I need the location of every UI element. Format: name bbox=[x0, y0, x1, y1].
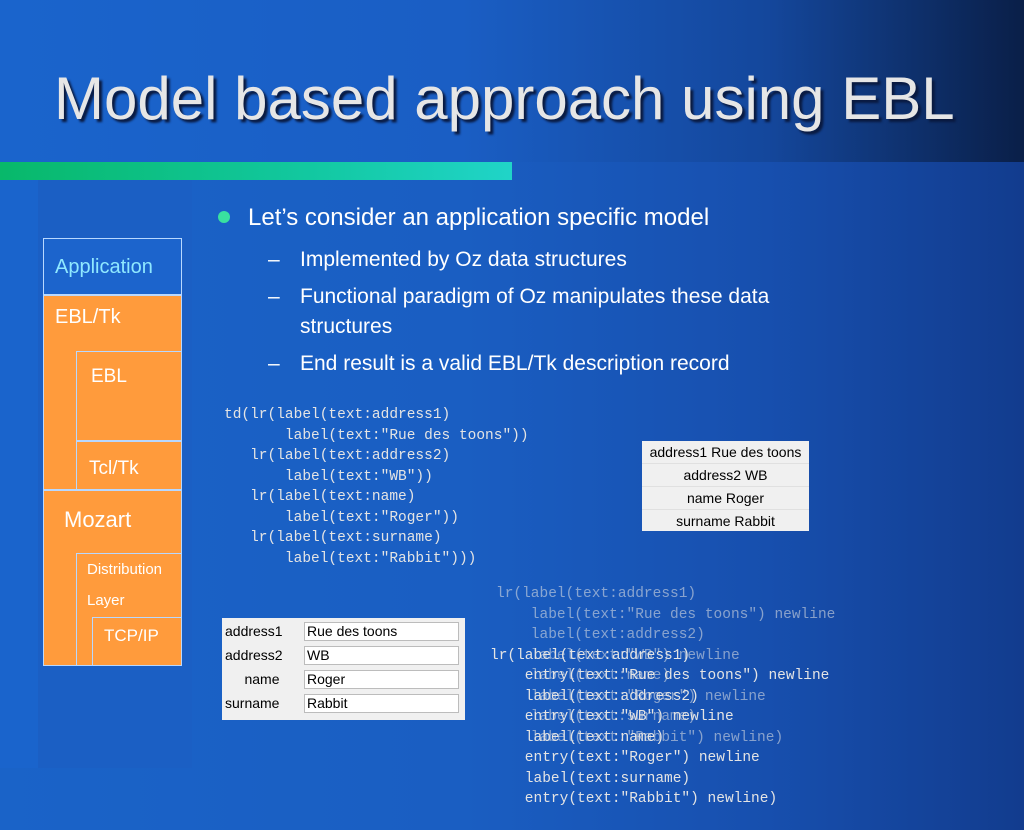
window-row: surname Rabbit bbox=[642, 509, 809, 532]
sub-bullet-text: Implemented by Oz data structures bbox=[300, 248, 627, 271]
code-line: label(text:address2) bbox=[490, 688, 699, 705]
form-label: address1 bbox=[225, 623, 283, 639]
code-line: lr(label(text:address1) bbox=[496, 586, 697, 602]
code-line: label(text:"WB") newline bbox=[496, 647, 740, 664]
form-row: address1 Rue des toons bbox=[222, 620, 465, 643]
code-td-block: td(lr(label(text:address1) label(text:"R… bbox=[224, 405, 529, 569]
slide-title: Model based approach using EBL bbox=[54, 65, 955, 132]
layer-application-label: Application bbox=[55, 256, 153, 278]
dash-icon: – bbox=[268, 248, 280, 271]
code-line: label(text:"Rue des toons")) bbox=[224, 427, 529, 444]
code-line: label(text:"Rabbit") newline) bbox=[496, 729, 784, 746]
code-line: label(text:surname) bbox=[490, 770, 691, 787]
form-row: address2 WB bbox=[222, 644, 465, 667]
sub-bullet-text: Functional paradigm of Oz manipulates th… bbox=[300, 285, 770, 308]
layer-ebl-tk-label: EBL/Tk bbox=[55, 306, 121, 328]
form-row: surname Rabbit bbox=[222, 692, 465, 715]
title-header: Model based approach using EBL bbox=[0, 0, 1024, 162]
name-field[interactable]: Roger bbox=[304, 670, 459, 689]
address2-field[interactable]: WB bbox=[304, 646, 459, 665]
code-line: label(text:surname) bbox=[496, 709, 697, 725]
code-line: label(text:"Rabbit"))) bbox=[224, 550, 477, 567]
layer-ebl-label: EBL bbox=[91, 366, 127, 387]
code-lr-main: lr(label(text:address1) entry(text:"Rue … bbox=[490, 646, 829, 810]
layer-tcp-ip: TCP/IP bbox=[92, 617, 182, 666]
main-bullet-text: Let’s consider an application specific m… bbox=[248, 204, 710, 231]
code-line: lr(label(text:address1) bbox=[490, 647, 691, 664]
sub-bullet-text: End result is a valid EBL/Tk description… bbox=[300, 352, 730, 375]
code-line: td(lr(label(text:address1) bbox=[224, 407, 451, 423]
code-line: label(text:"Roger")) bbox=[224, 509, 459, 526]
code-line: label(text:"Rue des toons") newline bbox=[496, 606, 836, 623]
code-line: label(text:"WB")) bbox=[224, 468, 433, 485]
layer-distribution-label: Distribution bbox=[87, 561, 163, 578]
form-row: name Roger bbox=[222, 668, 465, 691]
layer-layer-label: Layer bbox=[87, 592, 125, 609]
code-lr-block: lr(label(text:address1) label(text:"Rue … bbox=[490, 584, 835, 830]
form-label: name bbox=[244, 671, 280, 687]
code-line: label(text:"Roger") newline bbox=[496, 688, 766, 705]
sub-bullet-text: structures bbox=[300, 315, 393, 338]
code-line: label(text:name) bbox=[496, 668, 671, 684]
layer-tcp-ip-label: TCP/IP bbox=[104, 626, 159, 645]
code-line: entry(text:"Rabbit") newline) bbox=[490, 791, 778, 807]
layer-application: Application bbox=[43, 238, 182, 295]
code-line: entry(text:"Roger") newline bbox=[490, 750, 760, 766]
form-label: address2 bbox=[225, 647, 283, 663]
surname-field[interactable]: Rabbit bbox=[304, 694, 459, 713]
code-line: lr(label(text:address2) bbox=[224, 448, 451, 464]
layer-tcl-tk: Tcl/Tk bbox=[76, 441, 182, 490]
dash-icon: – bbox=[268, 285, 280, 308]
code-line: lr(label(text:surname) bbox=[224, 530, 442, 546]
window-row: address2 WB bbox=[642, 463, 809, 486]
code-line: lr(label(text:name) bbox=[224, 489, 416, 505]
window-row: address1 Rue des toons bbox=[649, 444, 802, 460]
address1-field[interactable]: Rue des toons bbox=[304, 622, 459, 641]
bullet-dot-icon bbox=[218, 210, 230, 223]
main-bullet: Let’s consider an application specific m… bbox=[218, 204, 709, 232]
dash-icon: – bbox=[268, 352, 280, 375]
code-line: label(text:address2) bbox=[496, 627, 705, 643]
layer-mozart-label: Mozart bbox=[64, 507, 132, 532]
code-line: entry(text:"Rue des toons") newline bbox=[490, 668, 830, 684]
layer-tcl-tk-label: Tcl/Tk bbox=[89, 458, 139, 479]
accent-bar bbox=[0, 162, 512, 180]
form-window: address1 Rue des toons address2 WB name … bbox=[222, 618, 465, 720]
layer-ebl: EBL bbox=[76, 351, 182, 441]
form-label: surname bbox=[225, 695, 280, 711]
window-row: name Roger bbox=[642, 486, 809, 509]
code-line: entry(text:"WB") newline bbox=[490, 709, 734, 725]
label-window: address1 Rue des toons address2 WB name … bbox=[642, 441, 809, 531]
code-lr-ghost: lr(label(text:address1) label(text:"Rue … bbox=[496, 584, 835, 748]
code-line: label(text:name) bbox=[490, 729, 665, 746]
